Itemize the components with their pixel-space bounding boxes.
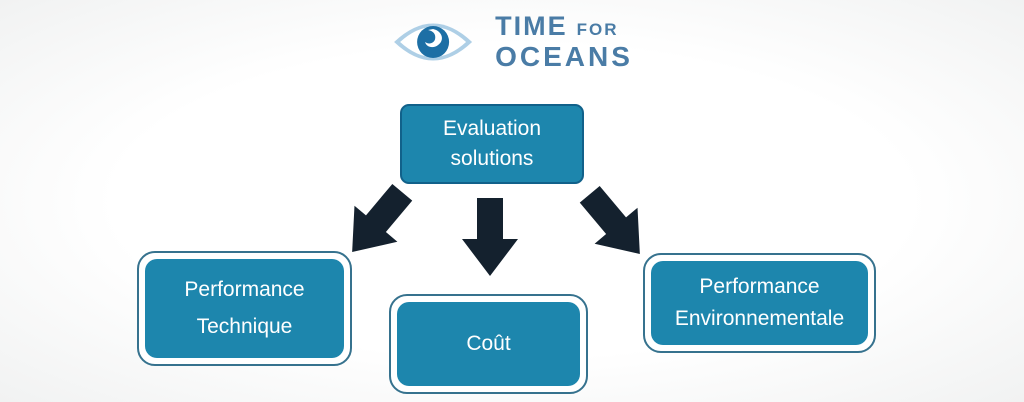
logo-word-time: TIME	[495, 11, 568, 41]
node-cout-box: Coût	[397, 302, 580, 386]
logo: TIME FOR OCEANS	[391, 12, 633, 72]
node-label-line: Technique	[196, 315, 293, 338]
node-performance-environnementale-box: Performance Environnementale	[651, 261, 868, 345]
node-label-line: Environnementale	[674, 307, 845, 330]
node-label-line: Performance	[184, 278, 305, 301]
node-performance-environnementale: Performance Environnementale	[643, 253, 876, 353]
node-performance-technique-box: Performance Technique	[145, 259, 344, 358]
logo-wordmark: TIME FOR OCEANS	[495, 12, 633, 72]
logo-word-for: FOR	[576, 20, 619, 39]
node-label-line: Coût	[466, 332, 511, 355]
node-label-line: solutions	[450, 147, 534, 170]
node-label-line: Evaluation	[442, 117, 542, 141]
eye-icon	[394, 23, 473, 61]
node-evaluation-solutions: Evaluation solutions	[400, 104, 584, 184]
node-cout: Coût	[389, 294, 588, 394]
logo-word-oceans: OCEANS	[495, 41, 633, 73]
arrow-down-icon	[462, 198, 518, 276]
node-label-line: Performance	[699, 275, 820, 298]
node-performance-technique: Performance Technique	[137, 251, 352, 366]
